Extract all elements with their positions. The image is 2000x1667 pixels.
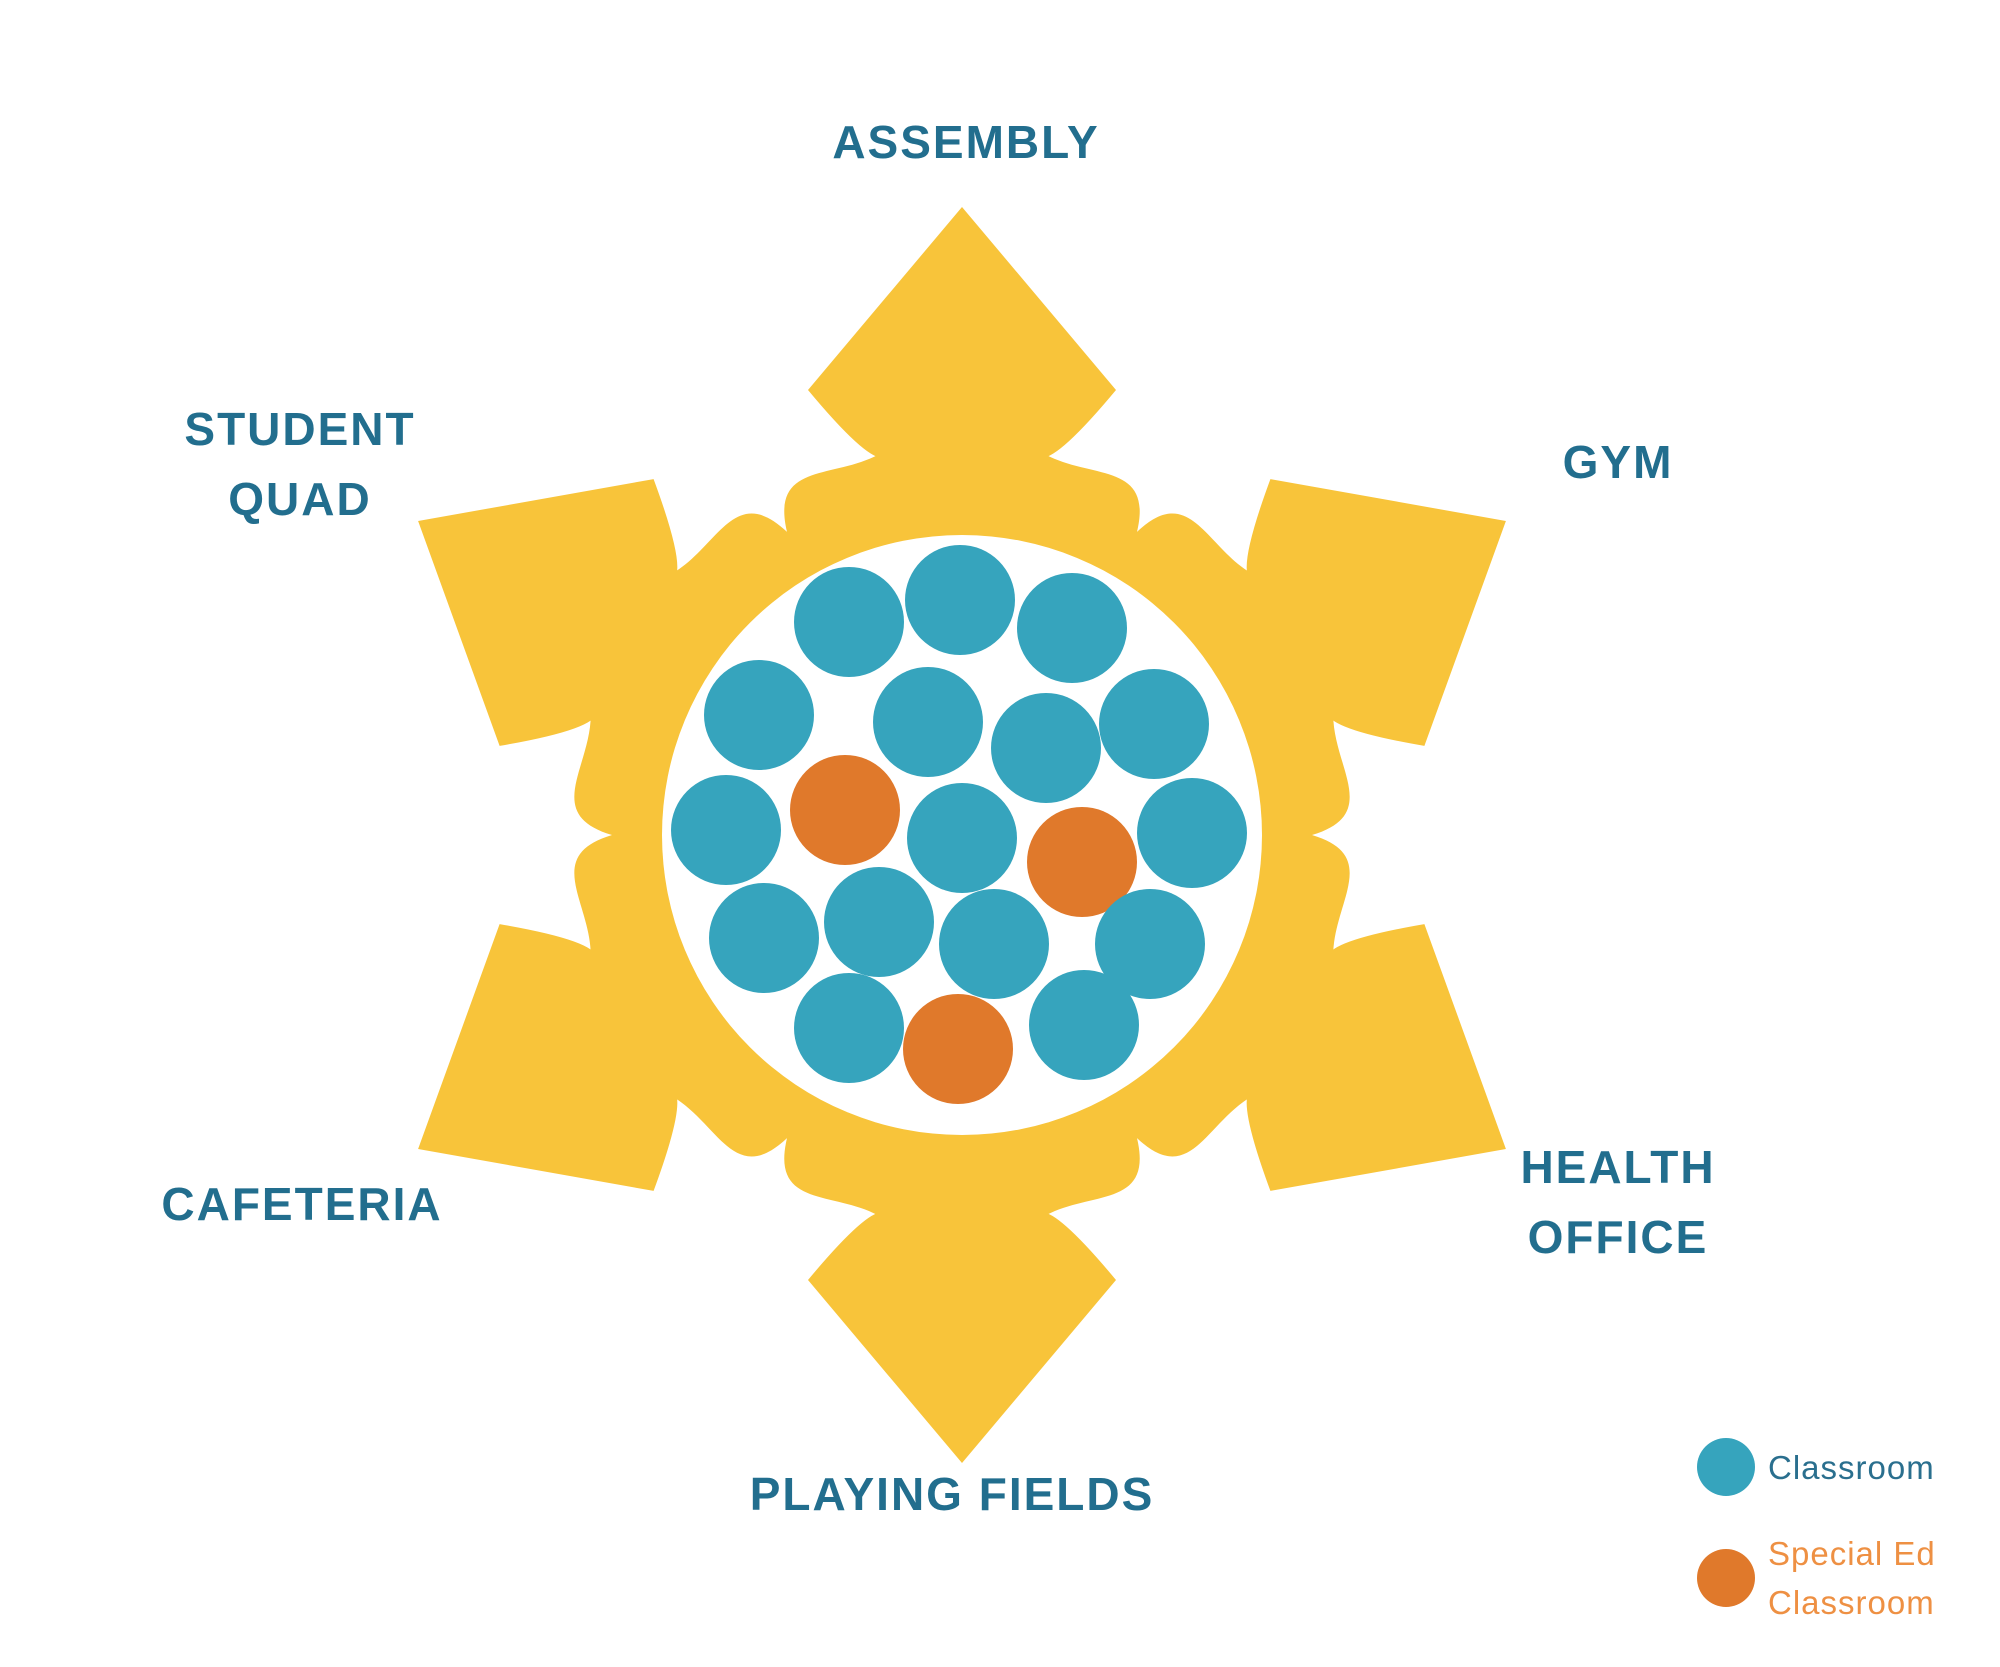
zone-label-gym: GYM [1563,427,1674,497]
classroom-dot [709,883,819,993]
classroom-dot [824,867,934,977]
classroom-dot [905,545,1015,655]
zone-label-text: PLAYING FIELDS [749,1468,1155,1520]
classroom-dot [704,660,814,770]
zone-label-student-quad: STUDENT QUAD [184,394,415,534]
classroom-dots [671,545,1247,1104]
zone-label-assembly: ASSEMBLY [832,107,1099,177]
classroom-dot [1017,573,1127,683]
classroom-dot [671,775,781,885]
classroom-swatch-icon [1697,1438,1755,1496]
zone-label-playing-fields: PLAYING FIELDS [750,1459,1155,1529]
legend-item-classroom: Classroom [1697,1438,1935,1496]
zone-label-text: GYM [1562,436,1674,488]
classroom-dot [794,973,904,1083]
classroom-dot [794,567,904,677]
special-ed-classroom-dot [903,994,1013,1104]
classroom-dot [907,783,1017,893]
special-ed-classroom-swatch-icon [1697,1549,1755,1607]
special-ed-classroom-dot [1027,807,1137,917]
classroom-dot [873,667,983,777]
classroom-dot [991,693,1101,803]
zone-label-text: STUDENT [184,403,416,455]
zone-label-text: OFFICE [1527,1211,1709,1263]
classroom-dot [1029,970,1139,1080]
zone-label-cafeteria: CAFETERIA [161,1169,442,1239]
classroom-dot [1099,669,1209,779]
classroom-dot [1137,778,1247,888]
classroom-dot [939,889,1049,999]
zone-label-text: QUAD [228,473,372,525]
zone-label-text: CAFETERIA [161,1178,443,1230]
zone-label-health-office: HEALTH OFFICE [1520,1132,1715,1272]
zone-label-text: ASSEMBLY [832,116,1100,168]
zone-label-text: HEALTH [1520,1141,1716,1193]
legend-label-classroom: Classroom [1768,1448,1935,1486]
classroom-dot [1095,889,1205,999]
legend-label-special-ed-classroom: Special Ed Classroom [1768,1535,1936,1621]
special-ed-classroom-dot [790,755,900,865]
legend-item-special-ed-classroom: Special Ed Classroom [1697,1529,1936,1627]
